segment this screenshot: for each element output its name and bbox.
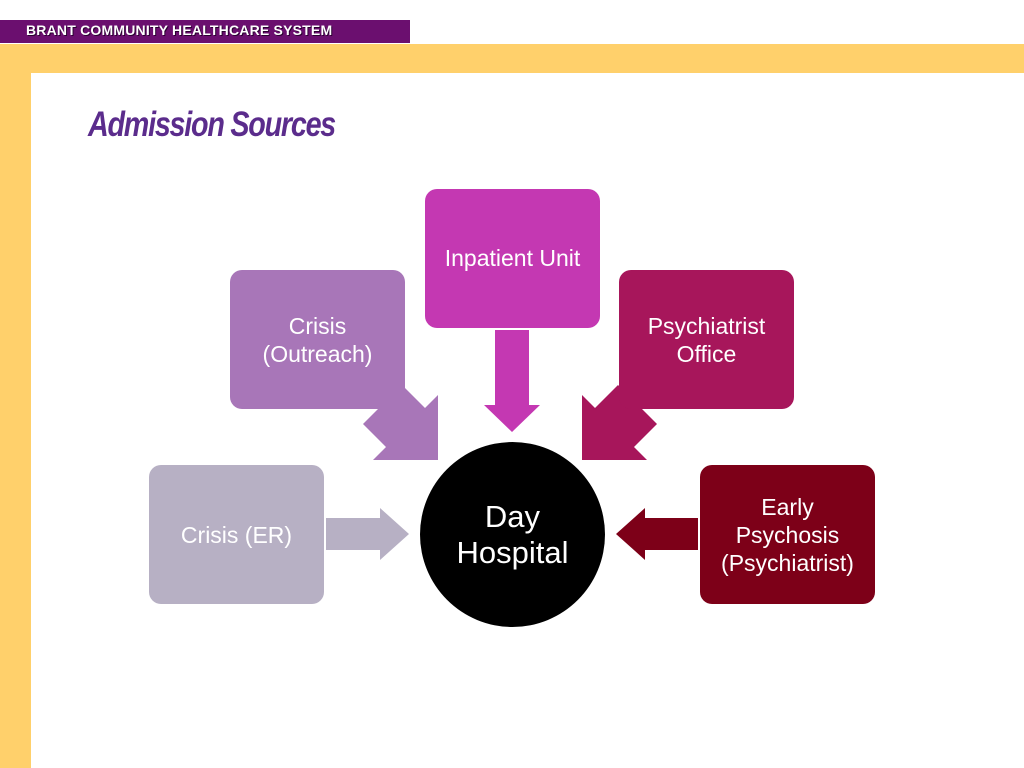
node-inpatient-unit: Inpatient Unit — [425, 189, 600, 328]
slide-title: Admission Sources — [88, 105, 336, 144]
org-name: BRANT COMMUNITY HEALTHCARE SYSTEM — [26, 22, 333, 38]
brand-bar — [0, 20, 410, 43]
frame-top-band — [0, 44, 1024, 73]
arrow-crisis-er — [326, 508, 409, 560]
node-crisis-outreach: Crisis (Outreach) — [230, 270, 405, 409]
arrow-crisis-outreach — [363, 385, 438, 460]
arrow-psychiatrist-office — [582, 385, 657, 460]
node-early-psychosis: Early Psychosis (Psychiatrist) — [700, 465, 875, 604]
frame-left-band — [0, 44, 31, 768]
arrow-inpatient-unit — [484, 330, 540, 432]
node-psychiatrist-office: Psychiatrist Office — [619, 270, 794, 409]
arrow-early-psychosis — [616, 508, 698, 560]
center-day-hospital: Day Hospital — [420, 442, 605, 627]
node-crisis-er: Crisis (ER) — [149, 465, 324, 604]
